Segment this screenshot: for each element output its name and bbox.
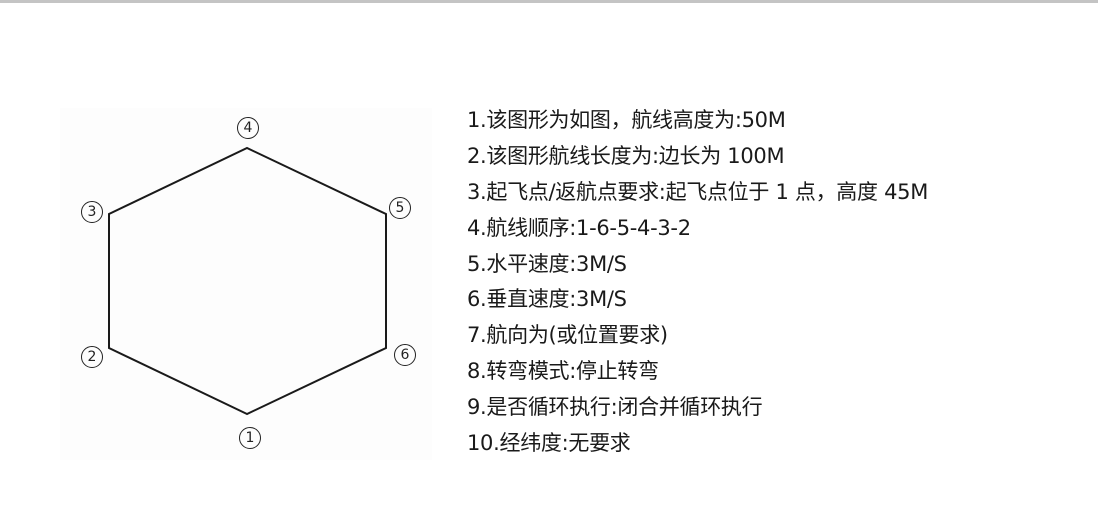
hexagon-route-diagram xyxy=(108,146,387,416)
spec-route-order: 4.航线顺序:1-6-5-4-3-2 xyxy=(467,215,691,240)
vertex-label-1: 1 xyxy=(239,427,261,449)
hexagon-path xyxy=(108,146,387,416)
vertex-label-2: 2 xyxy=(81,346,103,368)
spec-coordinates: 10.经纬度:无要求 xyxy=(467,431,631,456)
spec-vertical-speed: 6.垂直速度:3M/S xyxy=(467,287,627,312)
spec-turn-mode: 8.转弯模式:停止转弯 xyxy=(467,359,659,384)
figure-background xyxy=(60,108,432,460)
vertex-label-3: 3 xyxy=(81,201,103,223)
spec-horizontal-speed: 5.水平速度:3M/S xyxy=(467,251,627,276)
vertex-label-4: 4 xyxy=(237,117,259,139)
spec-heading: 7.航向为(或位置要求) xyxy=(467,323,668,348)
spec-flight-altitude: 1.该图形为如图，航线高度为:50M xyxy=(467,108,786,132)
vertex-label-5: 5 xyxy=(389,197,411,219)
vertex-label-6: 6 xyxy=(394,344,416,366)
spec-takeoff-point: 3.起飞点/返航点要求:起飞点位于 1 点，高度 45M xyxy=(467,179,929,204)
spec-edge-length: 2.该图形航线长度为:边长为 100M xyxy=(467,143,785,168)
route-spec-list: 1.该图形为如图，航线高度为:50M 2.该图形航线长度为:边长为 100M 3… xyxy=(467,105,928,464)
spec-loop-execution: 9.是否循环执行:闭合并循环执行 xyxy=(467,395,763,420)
top-border xyxy=(0,0,1098,3)
